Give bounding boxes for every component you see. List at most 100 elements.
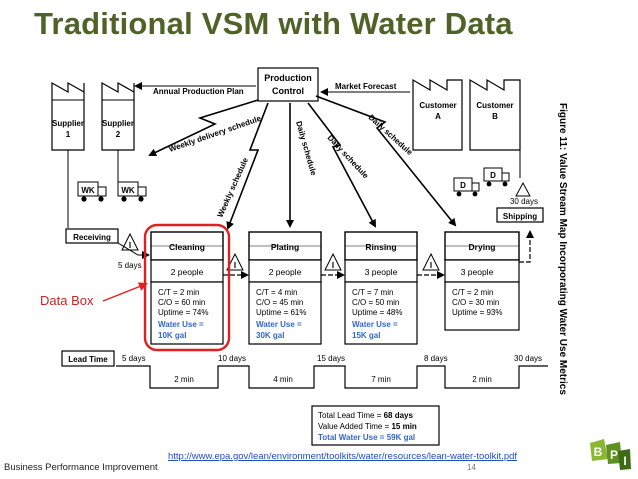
lead-time-box — [61, 350, 115, 367]
daily-schedule-arrow-2 — [307, 102, 376, 228]
value-added-time: Value Added Time = 15 min — [318, 422, 417, 431]
inventory-icon-3: I — [422, 252, 440, 271]
process-rinsing-people: 3 people — [365, 267, 398, 277]
process-rinsing-water-label: Water Use = — [352, 320, 398, 329]
customer-truck-2-label: D — [490, 171, 496, 180]
shipping-days: 30 days — [510, 197, 538, 206]
process-drying-co: C/O = 30 min — [452, 298, 499, 307]
svg-text:I: I — [234, 261, 236, 270]
weekly-delivery-label: Weekly delivery schedule — [168, 114, 263, 154]
customer-a-icon — [412, 78, 463, 151]
customer-b-letter: B — [492, 112, 498, 121]
process-cleaning-co: C/O = 60 min — [158, 298, 205, 307]
process-plating-people: 2 people — [269, 267, 302, 277]
process-drying — [444, 231, 520, 331]
annual-plan-label: Annual Production Plan — [153, 87, 244, 96]
receiving-label: Receiving — [73, 233, 111, 242]
timeline-min-2: 4 min — [273, 375, 293, 384]
timeline-days-2: 10 days — [218, 354, 246, 363]
process-cleaning-ct: C/T = 2 min — [158, 288, 199, 297]
customer-truck-1-icon — [453, 177, 480, 197]
production-control-label-2: Control — [272, 86, 304, 96]
timeline-days-5: 30 days — [514, 354, 542, 363]
data-box-label: Data Box — [40, 293, 94, 308]
svg-text:I: I — [332, 261, 334, 270]
shipping-inventory-icon — [515, 181, 531, 197]
process-plating-name: Plating — [271, 242, 299, 252]
customer-b-label: Customer — [476, 101, 513, 110]
logo-block-b — [590, 439, 608, 461]
daily-schedule-arrow-3 — [315, 95, 457, 227]
process-cleaning-water-label: Water Use = — [158, 320, 204, 329]
process-rinsing-name: Rinsing — [365, 242, 396, 252]
process-plating-co: C/O = 45 min — [256, 298, 303, 307]
logo-block-i — [618, 449, 631, 470]
timeline-min-3: 7 min — [371, 375, 391, 384]
weekly-schedule-label: Weekly schedule — [216, 156, 251, 219]
footer-company: Business Performance Improvement — [4, 462, 158, 473]
logo-letter-b: B — [594, 445, 603, 459]
customer-b-icon — [469, 78, 521, 151]
page-number: 14 — [467, 463, 476, 472]
total-lead-time: Total Lead Time = 68 days — [318, 411, 414, 420]
supplier-truck-1-label: WK — [81, 186, 95, 195]
process-plating-uptime: Uptime = 61% — [256, 308, 306, 317]
supplier-1-icon — [51, 81, 85, 151]
totals-box — [311, 405, 440, 446]
timeline-min-1: 2 min — [174, 375, 194, 384]
timeline-ladder — [116, 365, 548, 389]
production-control-box — [257, 67, 319, 102]
process-cleaning-uptime: Uptime = 74% — [158, 308, 208, 317]
timeline-days-1: 5 days — [122, 354, 146, 363]
supplier-truck-2-label: WK — [121, 186, 135, 195]
push-arrow-4 — [519, 230, 534, 263]
receiving-box — [65, 228, 119, 244]
slide-title: Traditional VSM with Water Data — [34, 6, 513, 41]
supplier-2-label: Supplier — [102, 119, 134, 128]
inventory-icon-1: I — [226, 252, 244, 271]
process-drying-name: Drying — [469, 242, 496, 252]
supplier-1-label: Supplier — [52, 119, 84, 128]
customer-truck-1-label: D — [460, 181, 466, 190]
daily-schedule-label-1: Daily schedule — [294, 120, 318, 177]
supplier-truck-2-icon — [117, 181, 147, 202]
process-cleaning — [150, 231, 224, 345]
supplier-2-icon — [101, 81, 135, 151]
process-drying-uptime: Uptime = 93% — [452, 308, 502, 317]
process-plating — [248, 231, 322, 345]
receiving-days: 5 days — [118, 261, 142, 270]
receiving-inventory-mark: I — [129, 241, 131, 250]
process-cleaning-water-value: 10K gal — [158, 331, 186, 340]
inventory-icon-2: I — [324, 252, 342, 271]
shipping-label: Shipping — [503, 212, 537, 221]
production-control-label-1: Production — [264, 73, 312, 83]
process-rinsing-co: C/O = 50 min — [352, 298, 399, 307]
logo-letter-i: I — [623, 454, 626, 468]
customer-a-letter: A — [435, 112, 441, 121]
timeline-days-3: 15 days — [317, 354, 345, 363]
process-rinsing-water-value: 15K gal — [352, 331, 380, 340]
logo-letter-p: P — [610, 448, 618, 462]
customer-truck-2-icon — [483, 167, 510, 187]
weekly-delivery-arrow — [148, 99, 259, 157]
process-drying-people: 3 people — [461, 267, 494, 277]
timeline-min-4: 2 min — [472, 375, 492, 384]
process-rinsing — [344, 231, 418, 345]
daily-schedule-label-3: Daily schedule — [367, 113, 415, 158]
market-forecast-label: Market Forecast — [335, 82, 397, 91]
weekly-schedule-arrow — [226, 102, 269, 230]
total-water-use: Total Water Use = 59K gal — [318, 433, 415, 442]
process-rinsing-uptime: Uptime = 48% — [352, 308, 402, 317]
process-plating-water-label: Water Use = — [256, 320, 302, 329]
supplier-2-number: 2 — [116, 130, 121, 139]
lead-time-label: Lead Time — [68, 355, 108, 364]
svg-text:I: I — [430, 261, 432, 270]
process-drying-ct: C/T = 2 min — [452, 288, 493, 297]
source-link[interactable]: http://www.epa.gov/lean/environment/tool… — [168, 451, 518, 462]
data-box-pointer-arrow — [102, 282, 148, 302]
process-plating-water-value: 30K gal — [256, 331, 284, 340]
shipping-box — [496, 207, 544, 223]
logo-block-p — [606, 442, 622, 464]
bpi-logo: B P I — [590, 439, 631, 470]
